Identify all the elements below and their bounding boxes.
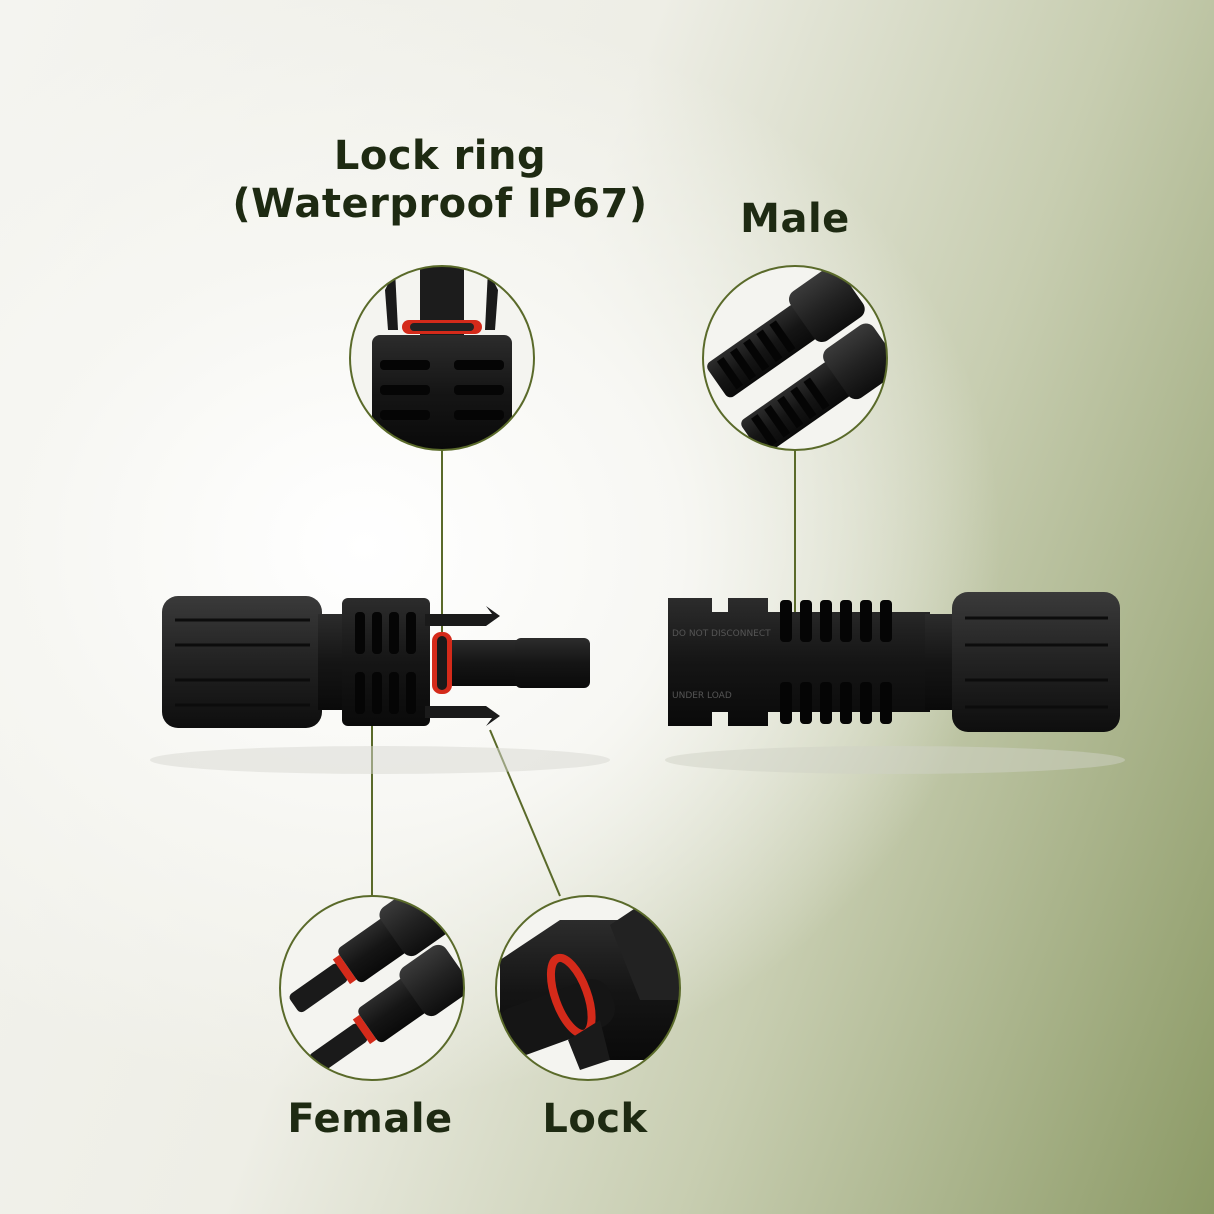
lock-closeup-icon <box>495 895 681 1081</box>
lock-ring-label-line1: Lock ring <box>333 133 547 179</box>
male-connectors-closeup-icon <box>702 265 888 451</box>
female-connectors-closeup-icon <box>279 895 465 1081</box>
lock-ring-label: Lock ring (Waterproof IP67) <box>230 132 650 228</box>
male-body-text-2: UNDER LOAD <box>672 691 732 701</box>
lock-ring-label-line2: (Waterproof IP67) <box>232 181 648 227</box>
male-connector: DO NOT DISCONNECT UNDER LOAD <box>668 592 1120 732</box>
male-body-text-1: DO NOT DISCONNECT <box>672 629 771 639</box>
male-label: Male <box>740 196 850 242</box>
female-label: Female <box>287 1096 453 1142</box>
lock-ring-closeup-icon <box>349 265 535 451</box>
female-connector <box>162 596 590 728</box>
lock-label: Lock <box>542 1096 648 1142</box>
